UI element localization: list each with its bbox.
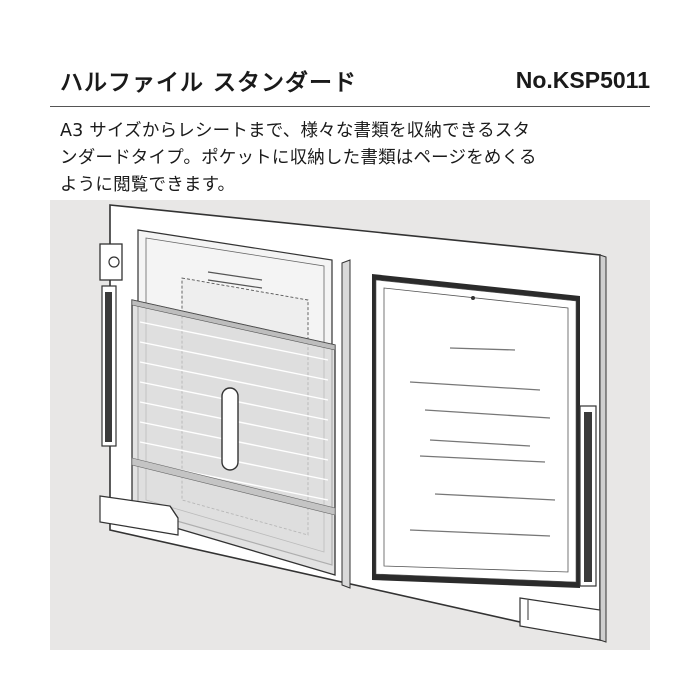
- description-line-1: A3 サイズからレシートまで、様々な書類を収納できるスタ: [60, 121, 531, 141]
- description-line-2: ンダードタイプ。ポケットに収納した書類はページをめくる: [60, 148, 537, 168]
- left-bottom-holder: [99, 495, 179, 536]
- right-page-lines: [409, 347, 556, 537]
- title-row: ハルファイル スタンダード No.KSP5011: [60, 60, 650, 100]
- right-bottom-holder: [519, 597, 601, 641]
- file-illustration-svg: [50, 200, 650, 650]
- product-illustration: [50, 200, 650, 650]
- description-line-3: ように閲覧できます。: [60, 175, 236, 195]
- title-divider: [50, 106, 650, 107]
- product-code: No.KSP5011: [515, 66, 650, 93]
- product-description: A3 サイズからレシートまで、様々な書類を収納できるスタ ンダードタイプ。ポケッ…: [60, 118, 660, 199]
- file-spine: [341, 259, 351, 589]
- product-name: ハルファイル スタンダード: [60, 70, 358, 96]
- pocket-finger-slot: [221, 387, 239, 471]
